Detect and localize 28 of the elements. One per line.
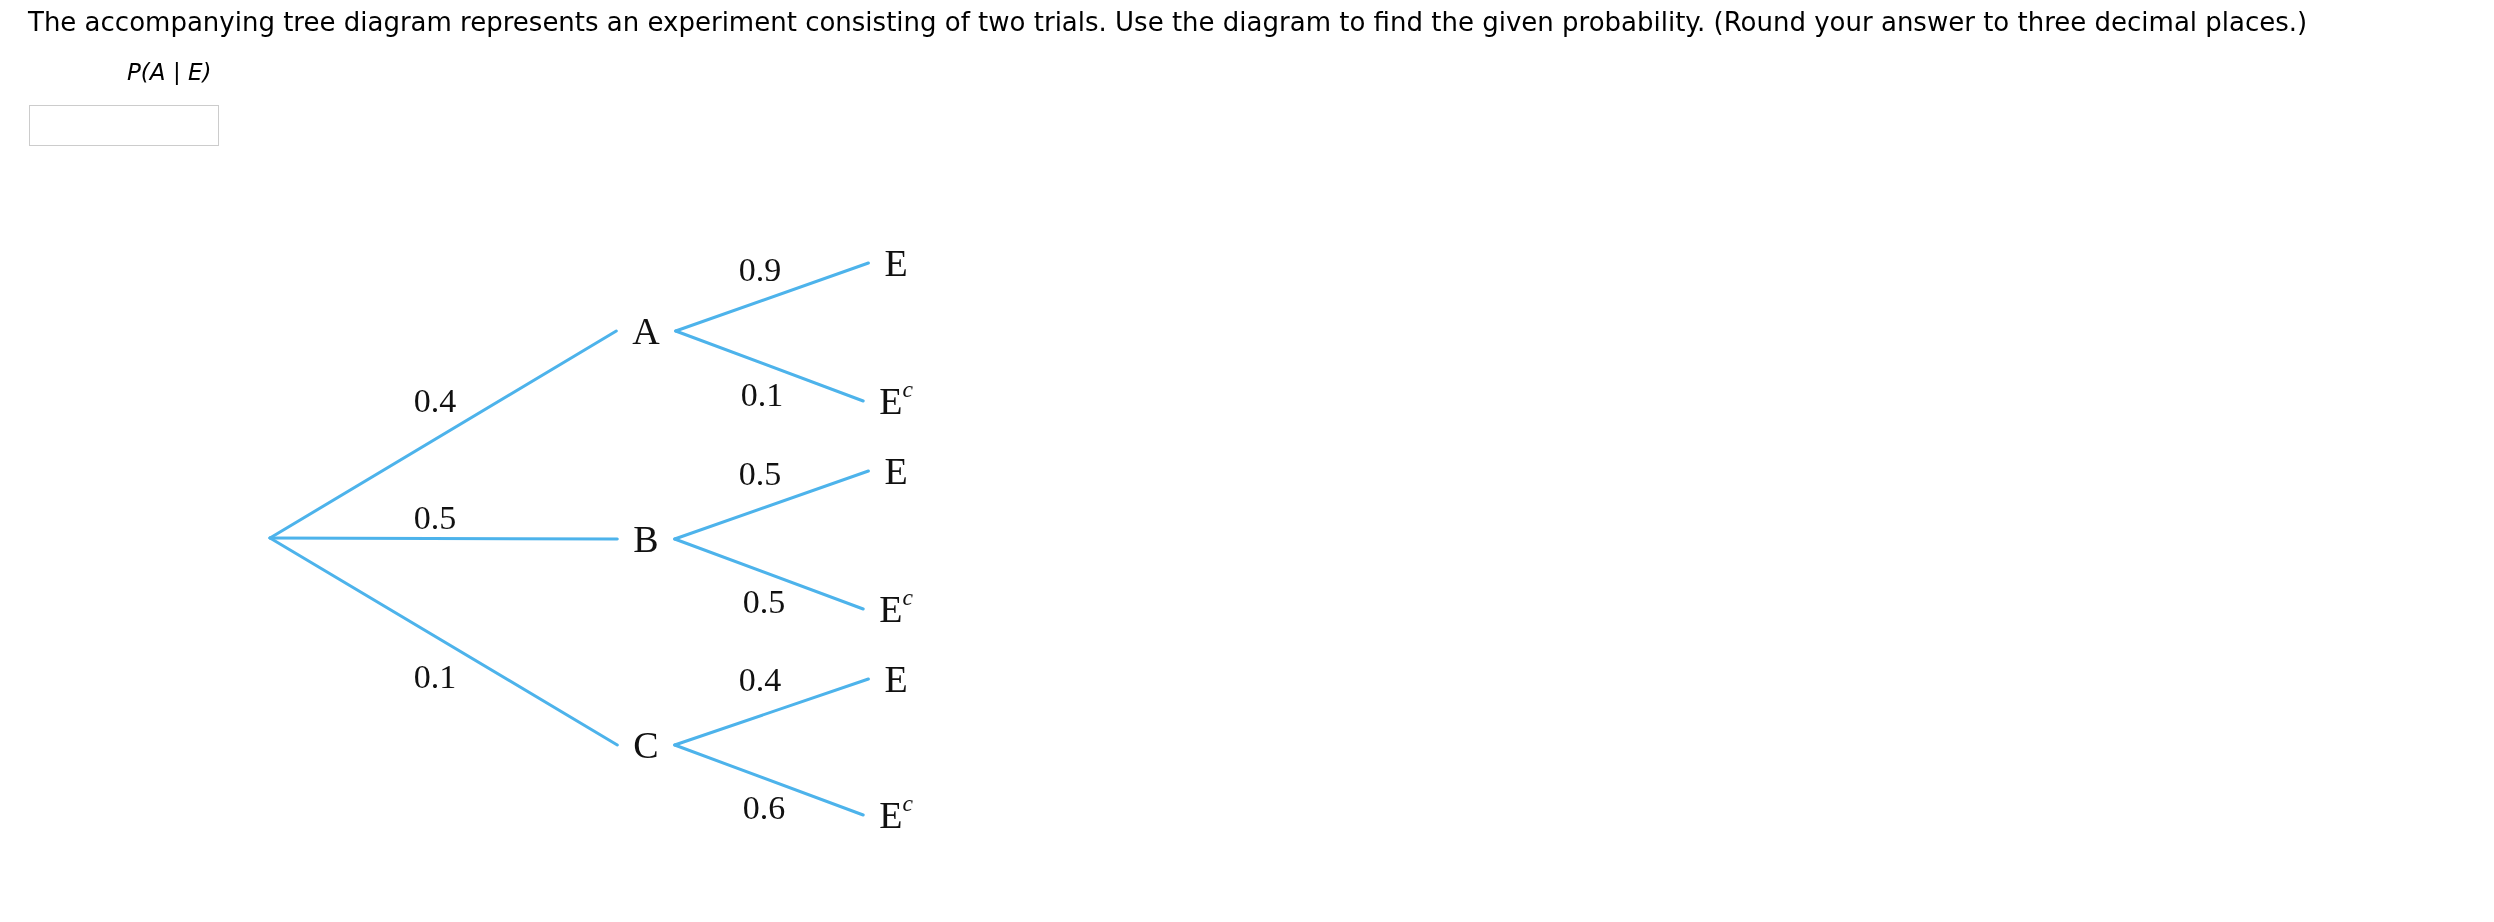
event-label: E [868,449,924,493]
edge-label: 0.5 [742,585,786,619]
event-label: E$^{c}$ [863,379,929,423]
branch-line [268,536,619,747]
branch-line [673,537,865,611]
branch-line [674,329,865,403]
edge-label: 0.4 [738,663,782,697]
edge-label: 0.4 [413,384,457,418]
event-label: C [617,723,675,767]
edge-label: 0.9 [738,253,782,287]
event-label: E [868,241,924,285]
event-label: A [616,309,676,353]
branch-line [673,743,865,817]
edge-label: 0.1 [740,378,784,412]
branch-line [268,329,618,540]
branch-line [673,677,870,747]
edge-label: 0.6 [742,791,786,825]
branch-line [673,469,870,541]
event-label: B [617,517,675,561]
event-label: E$^{c}$ [863,587,929,631]
event-label: E$^{c}$ [863,793,929,837]
edge-label: 0.5 [413,501,457,535]
edge-label: 0.5 [738,457,782,491]
event-label: E [868,657,924,701]
probability-expression: P(A | E) [127,58,212,87]
branch-line [674,261,870,333]
question-text: The accompanying tree diagram represents an experiment consisting of two trials. Use the diagram to find the given probability. (Round your answer to three decimal places.) [28,6,2308,39]
edge-label: 0.1 [413,660,457,694]
